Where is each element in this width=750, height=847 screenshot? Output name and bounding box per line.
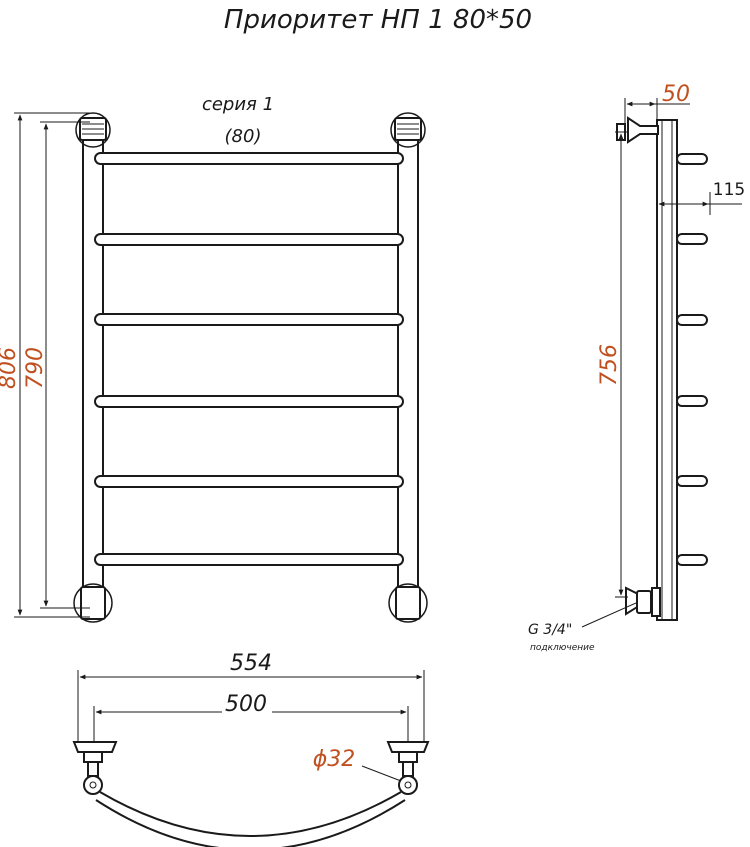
series-label: серия 1 (202, 94, 274, 115)
connection-label: подключение (530, 643, 595, 653)
side-rungs (676, 153, 708, 566)
bottom-right-flange (388, 583, 428, 623)
side-post (656, 119, 678, 621)
dim-width-inner: 500 (225, 692, 267, 717)
top-left-flange (75, 112, 111, 148)
top-view: 554 500 ϕ32 (72, 651, 430, 847)
rung (94, 553, 404, 566)
rung (94, 152, 404, 165)
rung (94, 475, 404, 488)
front-view: 806 790 (0, 112, 428, 623)
series-label-sub: (80) (225, 126, 262, 147)
drawing-title: Приоритет НП 1 80*50 (224, 5, 532, 35)
bottom-left-flange (73, 583, 113, 623)
side-view: 50 115 756 G 3/4" подключение (528, 82, 745, 653)
dim-offset: 115 (713, 180, 745, 200)
dim-depth: 50 (662, 82, 690, 107)
rung (94, 313, 404, 326)
rung (94, 233, 404, 246)
rungs (94, 152, 404, 566)
dim-side-height: 756 (597, 344, 622, 386)
dim-height-inner: 790 (23, 347, 48, 389)
thread-label: G 3/4" (528, 622, 572, 638)
dim-width-outer: 554 (230, 651, 272, 676)
left-post (82, 124, 104, 616)
dim-pipe-diameter: ϕ32 (313, 747, 356, 772)
dim-height-outer: 806 (0, 347, 21, 389)
curved-rung (99, 791, 402, 837)
rung (94, 395, 404, 408)
right-post (397, 124, 419, 616)
top-right-flange (390, 112, 426, 148)
